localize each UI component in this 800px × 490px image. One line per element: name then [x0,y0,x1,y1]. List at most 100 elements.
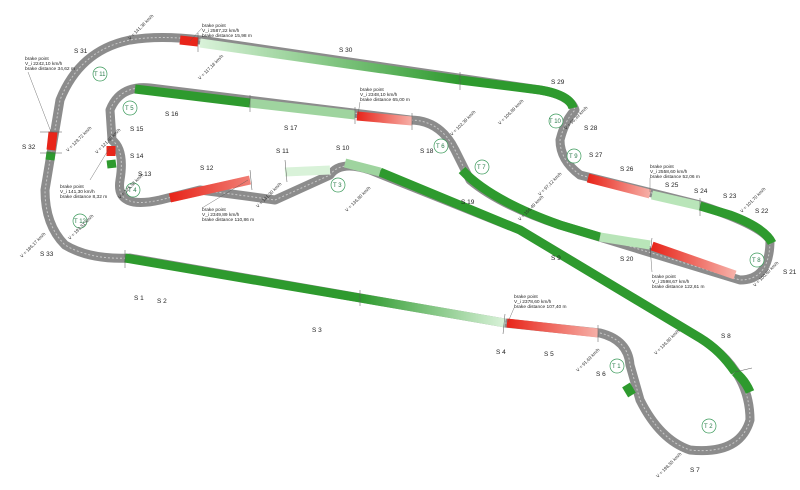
section-label: S 31 [74,48,88,55]
svg-text:brake distance 122,61 m: brake distance 122,61 m [652,284,705,290]
section-label: S 21 [783,269,797,276]
brake-point-t11: brake point V_i 2587,22 km/h brake dista… [189,23,252,42]
velocity-label: V = 102,39 km/h [449,109,477,137]
svg-text:V_i 2558,60 km/h: V_i 2558,60 km/h [650,169,688,175]
accel-zone-s16 [134,84,251,108]
turn-label: T 3 [333,183,342,189]
velocity-label: V = 129,72 km/h [65,125,93,153]
svg-text:brake point: brake point [60,184,84,190]
turn-label: T 2 [704,424,713,430]
accel-fade-s17 [249,98,356,120]
svg-text:brake distance 52,06 m: brake distance 52,06 m [650,174,700,180]
brake-point-t12: brake point V_i 2242,10 km/h brake dista… [25,56,75,133]
section-label: S 5 [544,351,554,358]
svg-text:brake point: brake point [202,23,226,29]
section-label: S 32 [22,144,36,151]
svg-text:V_i 2242,10 km/h: V_i 2242,10 km/h [25,61,63,67]
accel-zone-s8 [732,368,755,394]
accel-zone-s11 [284,165,331,177]
accel-fade-s24 [650,190,702,211]
turn-label: T 11 [94,72,106,78]
brake-zone-t8 [650,241,737,280]
section-label: S 7 [690,467,700,474]
brake-point-t4: brake point V_i 2349,89 km/h brake dista… [201,179,254,223]
turn-label: T 7 [477,165,486,171]
brake-zone-t1 [506,318,599,338]
accel-zone-main-straight [124,253,361,303]
section-label: S 29 [551,79,565,86]
brake-zone-t6 [356,111,413,126]
svg-text:brake point: brake point [514,294,538,300]
svg-text:brake distance 34,62 m: brake distance 34,62 m [25,66,75,72]
velocity-label: V = 198,55 km/h [655,451,683,479]
section-label: S 13 [138,171,152,178]
velocity-labels: V = 141,38 km/h V = 117,18 km/h V = 129,… [19,13,780,479]
section-label: S 19 [461,199,475,206]
svg-text:V_i 2587,22 km/h: V_i 2587,22 km/h [202,28,240,34]
section-label: S 14 [130,153,144,160]
section-label: S 27 [589,152,603,159]
accel-zone-s22 [698,201,777,246]
velocity-label: V = 91,69 km/h [575,347,601,373]
svg-text:brake point: brake point [202,207,226,213]
section-label: S 15 [130,126,144,133]
turn-label: T 1 [612,364,621,370]
section-label: S 4 [496,349,506,356]
section-label: S 6 [596,371,606,378]
brake-zone-t11 [179,35,199,47]
velocity-label: V = 136,80 km/h [344,185,372,213]
section-label: S 25 [665,182,679,189]
velocity-label: V = 117,18 km/h [197,53,224,80]
turn-label: T 6 [436,144,445,150]
turn-label: T 10 [549,119,562,125]
svg-text:V_i 2349,89 km/h: V_i 2349,89 km/h [202,212,240,218]
brake-point-t5: brake point V_i 141,30 km/h brake distan… [60,146,111,200]
section-label: S 9 [551,255,561,262]
section-label: S 16 [165,111,179,118]
section-label: S 2 [157,298,167,305]
velocity-label: V = 106,89 km/h [497,98,525,126]
brake-point-t6: brake point V_i 2348,10 km/h brake dista… [357,87,410,116]
section-label: S 12 [200,165,214,172]
brake-zone-t4 [169,175,251,203]
accel-zone-s9 [378,167,739,375]
brake-point-callouts: brake point V_i 2587,22 km/h brake dista… [25,23,705,323]
section-ticks [40,33,753,373]
svg-text:brake distance 65,00 m: brake distance 65,00 m [360,97,410,103]
svg-text:brake point: brake point [652,274,676,280]
svg-text:brake point: brake point [650,164,674,170]
accel-zone-s29 [459,75,578,110]
accel-zone-s19 [458,166,602,242]
section-labels: S 1 S 2 S 3 S 4 S 5 S 6 S 7 S 8 S 9 S 10… [22,47,797,474]
velocity-label: V = 136,80 km/h [653,328,681,356]
brake-zone-t9 [586,173,652,199]
brake-zone-t4b [169,175,251,203]
turn-label: T 9 [569,154,578,160]
track-centerline [44,37,771,452]
section-label: S 1 [134,295,144,302]
section-label: S 18 [420,148,434,155]
svg-text:V_i 2378,60 km/h: V_i 2378,60 km/h [514,299,552,305]
section-label: S 26 [620,166,634,173]
section-label: S 17 [284,125,298,132]
svg-text:brake distance 107,40 m: brake distance 107,40 m [514,304,567,310]
accel-fade-s30 [199,38,461,85]
section-label: S 11 [276,148,289,155]
turn-markers: T 1 T 2 T 3 T 4 T 5 T 6 T 7 T 8 T 9 T 10… [72,66,765,434]
section-label: S 33 [40,251,54,258]
svg-text:brake point: brake point [25,56,49,62]
section-label: S 20 [620,256,634,263]
turn-label: T 4 [128,188,137,194]
accel-zone-s14 [106,159,117,169]
turn-label: T 8 [752,258,761,264]
svg-text:brake distance 110,86 m: brake distance 110,86 m [202,217,254,223]
section-label: S 23 [723,193,737,200]
section-label: S 30 [339,47,353,54]
accel-fade-s9 [343,158,382,177]
turn-label: T 5 [125,106,134,112]
svg-text:V_i 2348,10 km/h: V_i 2348,10 km/h [360,92,398,98]
accel-fade-s20 [599,232,651,250]
section-label: S 10 [336,145,350,152]
